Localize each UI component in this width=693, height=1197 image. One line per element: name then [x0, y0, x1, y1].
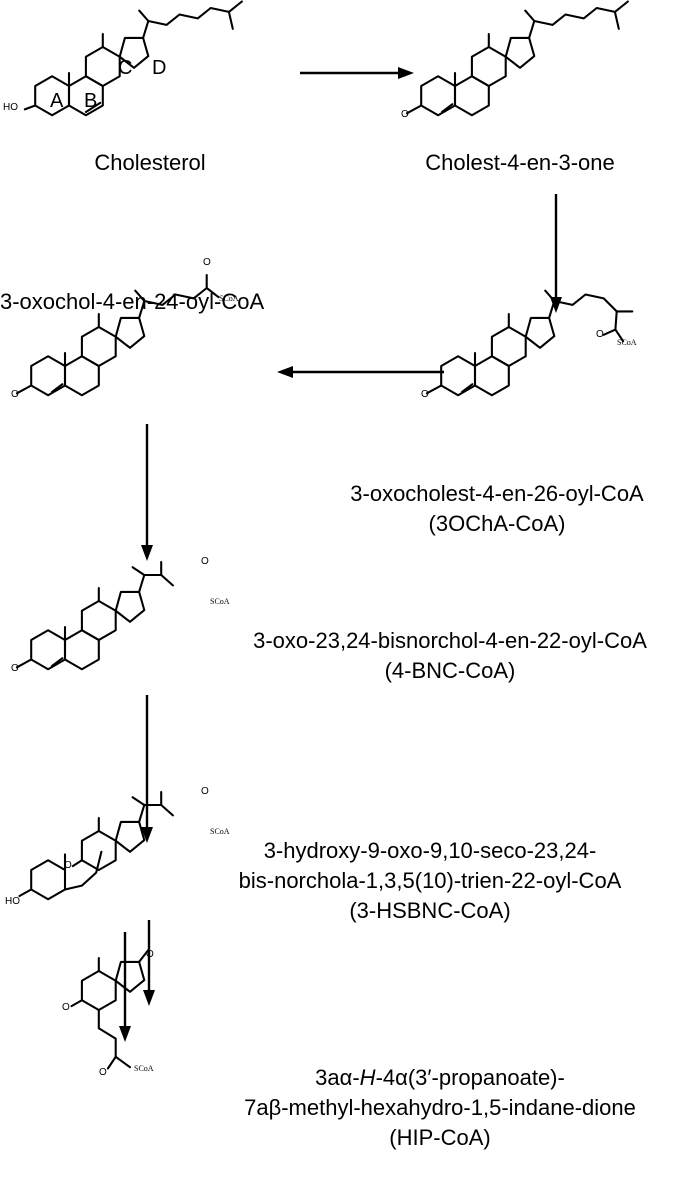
hip-ketone-o-atom-2: O — [62, 1002, 70, 1013]
hip-structure — [70, 949, 150, 1070]
label-cholestenone: Cholest-4-en-3-one — [425, 150, 615, 175]
cholesterol-structure — [23, 0, 243, 117]
label-bnc-abbr: (4-BNC-CoA) — [384, 658, 516, 683]
hip-acyl-o-atom: O — [99, 1067, 107, 1078]
arrow-hsbnc-to-hip-left — [119, 932, 131, 1042]
label-hip-abbr: (HIP-CoA) — [389, 1125, 491, 1150]
hsbnc-ketone-o-atom: O — [64, 860, 72, 871]
ring-label-d: D — [152, 57, 166, 79]
arrow-ochc-to-ochol — [277, 366, 444, 378]
hip-scoa-atom: SCoA — [134, 1064, 154, 1073]
cholestenone-structure — [405, 0, 629, 117]
arrow-cholesterol-to-cholestenone — [300, 67, 414, 79]
label-hip-name-line-1: 3aα-H-4α(3′-propanoate)- — [315, 1065, 565, 1090]
hsbnc-scoa-atom: SCoA — [210, 827, 230, 836]
cholesterol-ho-atom: HO — [3, 102, 18, 113]
label-hsbnc-abbr: (3-HSBNC-CoA) — [349, 898, 511, 923]
label-hip-name-line-2: 7aβ-methyl-hexahydro-1,5-indane-dione — [244, 1095, 636, 1120]
hsbnc-ho-atom: HO — [5, 896, 20, 907]
label-hip: 3aα-H-4α(3′-propanoate)- 7aβ-methyl-hexa… — [218, 1063, 662, 1153]
arrow-bnc-to-hsbnc — [141, 695, 153, 843]
ring-label-c: C — [118, 57, 132, 79]
ochol-ketone-o-atom: O — [11, 389, 19, 400]
ochc-acyl-o-atom: O — [596, 329, 604, 340]
hsbnc-acyl-o-atom: O — [201, 786, 209, 797]
ochol-scoa-atom: SCoA — [219, 294, 239, 303]
label-cholesterol: Cholesterol — [94, 150, 206, 175]
label-hsbnc-name-line-1: 3-hydroxy-9-oxo-9,10-seco-23,24- — [263, 838, 597, 863]
label-bnc-name: 3-oxo-23,24-bisnorchol-4-en-22-oyl-CoA — [253, 628, 647, 653]
ochol-acyl-o-atom: O — [203, 257, 211, 268]
ochc-scoa-atom: SCoA — [617, 338, 637, 347]
ochc-ketone-o-atom: O — [421, 389, 429, 400]
arrow-ochol-to-bnc — [141, 424, 153, 561]
bnc-acyl-o-atom: O — [201, 556, 209, 567]
ring-label-b: B — [84, 90, 97, 112]
bnc-structure — [15, 560, 174, 671]
label-hsbnc: 3-hydroxy-9-oxo-9,10-seco-23,24- bis-nor… — [206, 836, 654, 926]
ring-label-a: A — [50, 90, 64, 112]
label-ochc: 3-oxocholest-4-en-26-oyl-CoA (3OChA-CoA) — [304, 479, 690, 539]
label-bnc: 3-oxo-23,24-bisnorchol-4-en-22-oyl-CoA (… — [210, 626, 690, 686]
ochc-structure — [425, 289, 634, 397]
arrow-cholestenone-to-ochc — [550, 194, 562, 313]
hsbnc-structure — [18, 790, 174, 901]
label-ochc-name: 3-oxocholest-4-en-26-oyl-CoA — [350, 481, 644, 506]
label-ochc-abbr: (3OChA-CoA) — [428, 511, 566, 536]
bnc-ketone-o-atom: O — [11, 663, 19, 674]
ochol-structure — [15, 273, 220, 397]
cholestenone-o-atom: O — [401, 109, 409, 120]
label-ochol: 3-oxochol-4-en-24-oyl-CoA — [0, 289, 265, 314]
label-hsbnc-name-line-2: bis-norchola-1,3,5(10)-trien-22-oyl-CoA — [238, 868, 622, 893]
arrow-hsbnc-to-hip-right — [143, 920, 155, 1006]
bnc-scoa-atom: SCoA — [210, 597, 230, 606]
